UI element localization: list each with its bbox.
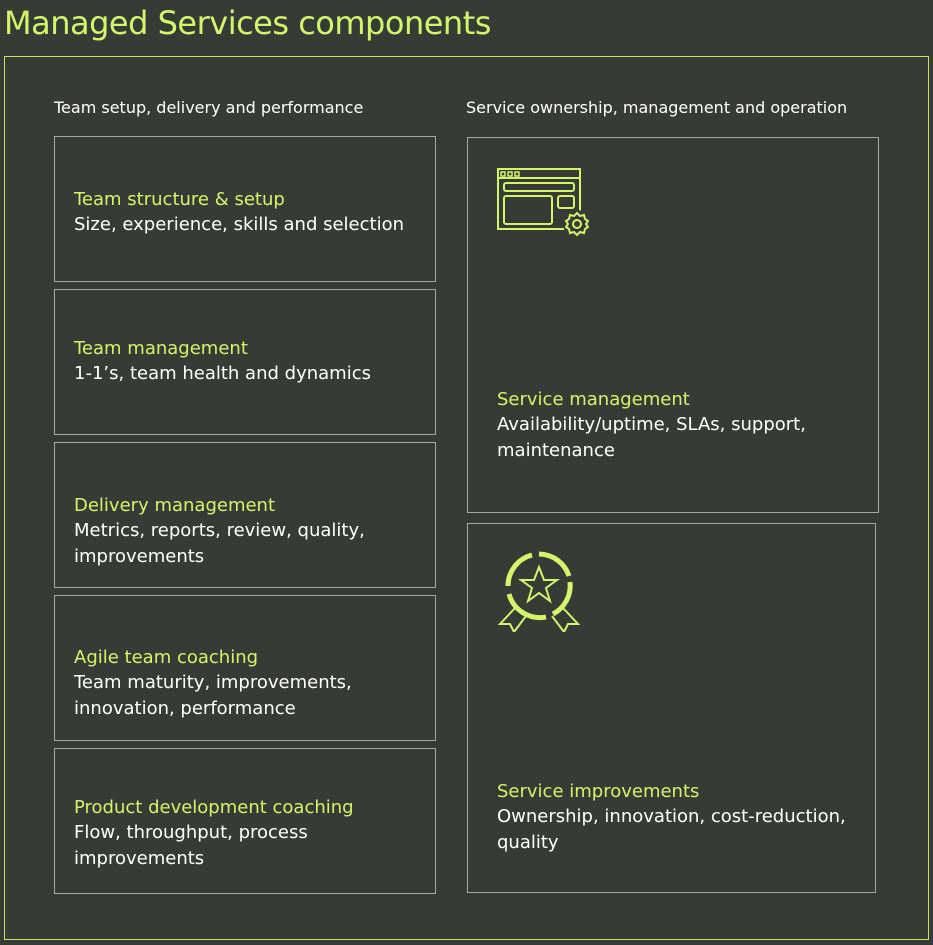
right-column-heading: Service ownership, management and operat… [466,98,848,117]
award-badge-icon [496,546,582,636]
component-title: Team structure & setup [74,189,285,210]
component-description: 1-1’s, team health and dynamics [74,363,371,384]
component-box-team-structure: Team structure & setup Size, experience,… [54,136,436,282]
component-description: Ownership, innovation, cost-reduction, q… [497,806,846,853]
left-column-heading: Team setup, delivery and performance [54,98,364,117]
component-title: Service management [497,389,690,410]
page-title: Managed Services components [4,4,491,42]
component-title: Product development coaching [74,797,354,818]
component-description: Availability/uptime, SLAs, support, main… [497,414,806,461]
component-box-agile-team-coaching: Agile team coaching Team maturity, impro… [54,595,436,741]
component-box-delivery-management: Delivery management Metrics, reports, re… [54,442,436,588]
component-description: Metrics, reports, review, quality, impro… [74,520,365,567]
component-description: Size, experience, skills and selection [74,214,404,235]
component-description: Flow, throughput, process improvements [74,822,308,869]
diagram-frame [4,56,929,940]
component-box-service-improvements: Service improvements Ownership, innovati… [467,523,876,893]
component-title: Agile team coaching [74,647,259,668]
component-box-product-development-coaching: Product development coaching Flow, throu… [54,748,436,894]
component-title: Service improvements [497,781,700,802]
component-box-service-management: Service management Availability/uptime, … [467,137,879,513]
component-description: Team maturity, improvements, innovation,… [74,672,352,719]
component-title: Team management [74,338,248,359]
component-box-team-management: Team management 1-1’s, team health and d… [54,289,436,435]
component-title: Delivery management [74,495,276,516]
browser-settings-icon [496,167,596,245]
